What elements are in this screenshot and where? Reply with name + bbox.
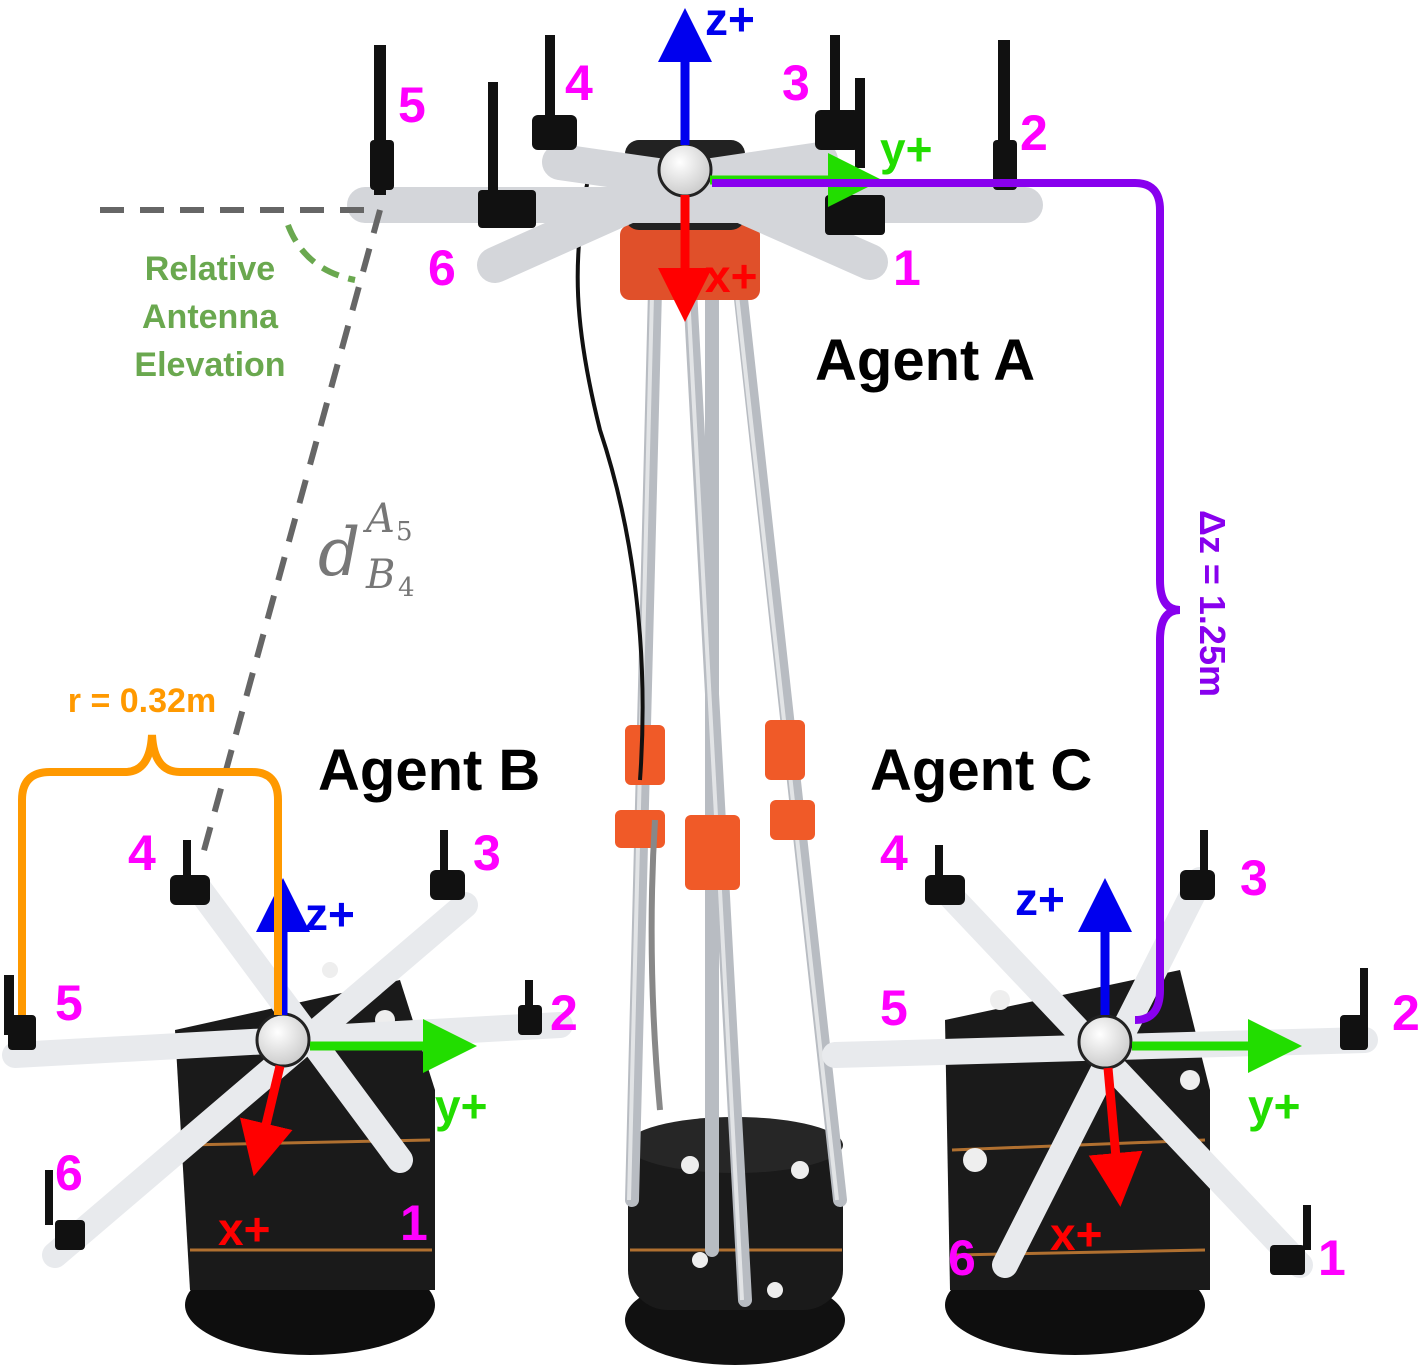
agent-a-antenna-4-label: 4 [565, 55, 593, 111]
elevation-label-line-1: Relative [145, 250, 275, 288]
agent-a-antenna-1-label: 1 [893, 240, 921, 296]
agent-b-antenna-4-label: 4 [128, 825, 156, 881]
agent-b-x-label: x+ [218, 1203, 270, 1255]
agent-c-x-axis [1088, 1067, 1143, 1207]
distance-label-sub: B [365, 552, 395, 598]
agent-b-antenna-6-label: 6 [55, 1145, 83, 1201]
agent-c-antenna-1-label: 1 [1318, 1230, 1346, 1286]
delta-z-label: Δz = 1.25m [1192, 510, 1233, 697]
agent-c-antenna-4-label: 4 [880, 825, 908, 881]
agent-c-antenna-6-label: 6 [948, 1230, 976, 1286]
distance-label-base: d [318, 514, 360, 591]
agent-c-label: Agent C [870, 738, 1092, 803]
delta-z-bracket [712, 179, 1181, 1024]
agent-a-robot [347, 35, 1043, 1365]
radius-label: r = 0.32m [68, 682, 216, 720]
agent-a-antenna-6-label: 6 [428, 240, 456, 296]
agent-b-y-label: y+ [435, 1080, 487, 1132]
agent-b-antenna-5-label: 5 [55, 975, 83, 1031]
agent-a-x-label: x+ [705, 250, 757, 302]
agent-b-antenna-1-label: 1 [400, 1195, 428, 1251]
agent-b-robot [2, 830, 573, 1355]
distance-label-sub-sub: 4 [398, 573, 415, 603]
agent-b-z-label: z+ [305, 888, 355, 940]
radius-bracket [18, 734, 282, 1015]
distance-label-sup: A [362, 496, 395, 542]
agent-a-label: Agent A [815, 328, 1035, 393]
agent-b-antenna-2-label: 2 [550, 985, 578, 1041]
distance-label-sup-sub: 5 [396, 517, 413, 547]
agent-c-antenna-5-label: 5 [880, 980, 908, 1036]
elevation-label-line-2: Antenna [142, 298, 279, 336]
agent-c-antenna-3-label: 3 [1240, 850, 1268, 906]
agent-c-x-label: x+ [1050, 1208, 1102, 1260]
distance-line [197, 209, 383, 866]
agent-a-antenna-2-label: 2 [1020, 105, 1048, 161]
elevation-label: Relative Antenna Elevation [134, 250, 285, 384]
elevation-label-line-3: Elevation [134, 346, 285, 384]
agent-c-y-label: y+ [1248, 1080, 1300, 1132]
agent-b-label: Agent B [318, 738, 540, 803]
agent-a-y-label: y+ [880, 123, 932, 175]
elevation-angle-arc [285, 223, 356, 283]
agent-c-z-label: z+ [1015, 873, 1065, 925]
agent-a-antenna-3-label: 3 [782, 55, 810, 111]
agent-a-antenna-5-label: 5 [398, 77, 426, 133]
agent-c-antenna-2-label: 2 [1392, 985, 1420, 1041]
distance-label: d A 5 B 4 [318, 496, 415, 603]
agent-a-z-label: z+ [705, 0, 755, 45]
agent-b-x-axis [239, 1064, 293, 1177]
agent-b-antenna-3-label: 3 [473, 825, 501, 881]
